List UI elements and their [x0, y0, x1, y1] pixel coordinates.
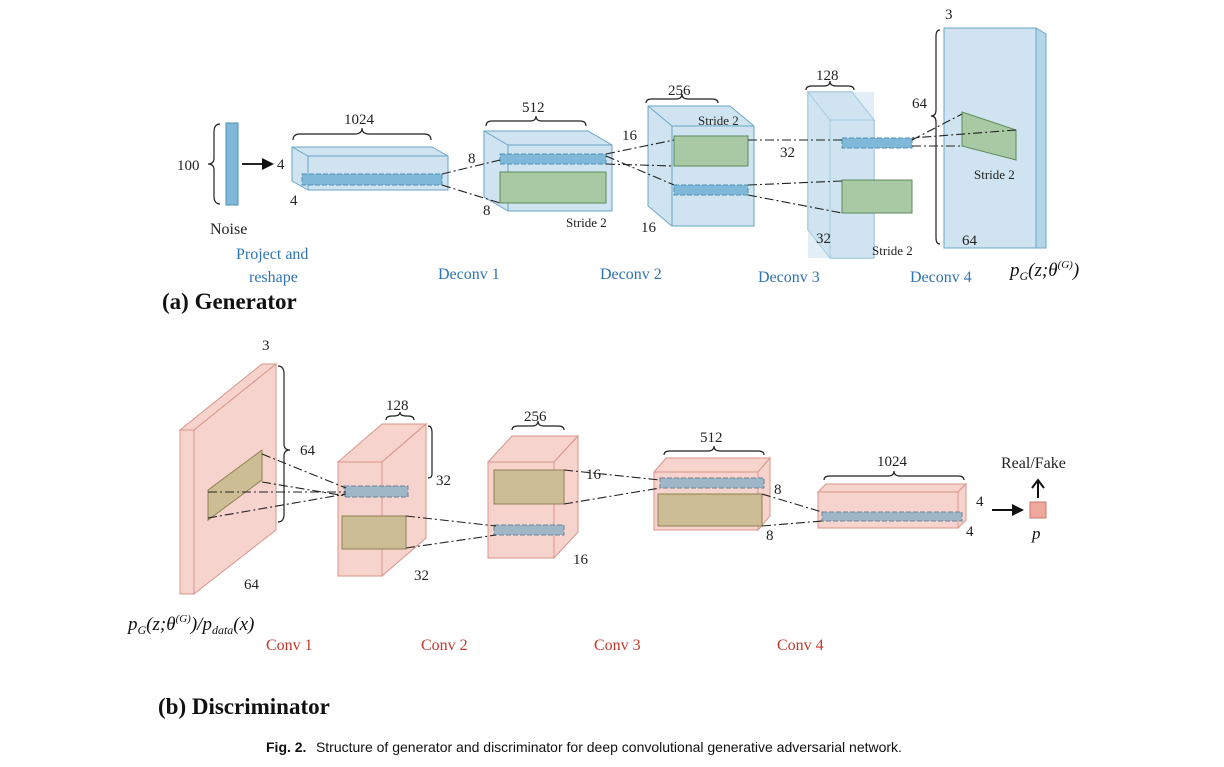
deconv2-h-label: 16: [622, 128, 638, 144]
deconv4-stride-label: Stride 2: [974, 167, 1015, 182]
conv4-w-label: 8: [766, 528, 774, 544]
deconv3-stage-label: Deconv 3: [758, 269, 820, 286]
deconv4-block: 3 64 64 Stride 2: [912, 7, 1047, 249]
conv3-w-label: 16: [573, 552, 589, 568]
deconv3-w-label: 32: [816, 231, 831, 247]
conv3-block: 256 16 16: [486, 409, 602, 568]
deconv3-depth-label: 128: [816, 68, 839, 84]
deconv3-block: 128 32 32 Stride 2: [780, 68, 913, 259]
deconv2-depth-label: 256: [668, 83, 691, 99]
conv3-stage-label: Conv 3: [594, 637, 641, 654]
project-stage-label: Project and: [236, 246, 308, 263]
project-h-label: 4: [277, 157, 285, 173]
project-reshape-block: 1024 4: [290, 112, 449, 209]
final-h-label: 4: [976, 494, 984, 510]
generator-output-label: pG(z;θ(G)): [1008, 259, 1079, 283]
deconv4-stage-label: Deconv 4: [910, 269, 972, 286]
project-depth-label: 1024: [344, 112, 375, 128]
figure-caption: Fig. 2. Structure of generator and discr…: [266, 739, 902, 756]
generator-heading: (a) Generator: [162, 289, 297, 314]
svg-text:Fig. 2. Structure of gen: Fig. 2. Structure of generator and discr…: [266, 739, 902, 756]
conv4-block: 512 8 8: [652, 430, 782, 544]
generator-section: 100 Noise 4 1024 4 512 8 8 St: [162, 7, 1079, 314]
conv1-h-label: 64: [300, 443, 316, 459]
deconv1-block: 512 8 8 Stride 2: [468, 100, 613, 230]
conv4-depth-label: 512: [700, 430, 723, 446]
deconv2-stage-label: Deconv 2: [600, 266, 662, 283]
conv2-depth-label: 128: [386, 398, 409, 414]
final-w-label: 4: [966, 524, 974, 540]
conv2-stage-label: Conv 2: [421, 637, 468, 654]
conv2-block: 128 32 32: [336, 398, 451, 584]
noise-label: Noise: [210, 221, 247, 238]
final-depth-label: 1024: [877, 454, 908, 470]
caption-text: Structure of generator and discriminator…: [316, 739, 902, 755]
conv1-w-label: 64: [244, 577, 260, 593]
deconv1-depth-label: 512: [522, 100, 545, 116]
deconv1-w-label: 8: [483, 203, 491, 219]
generator-connections: [441, 113, 1017, 214]
deconv1-stage-label: Deconv 1: [438, 266, 500, 283]
conv4-h-label: 8: [774, 482, 782, 498]
caption-label: Fig. 2.: [266, 739, 306, 755]
discriminator-connections: [207, 453, 823, 549]
discriminator-heading: (b) Discriminator: [158, 694, 330, 719]
output-p-label: p: [1031, 524, 1041, 543]
final-1024-block: 1024 4 4: [816, 454, 984, 540]
deconv1-h-label: 8: [468, 151, 476, 167]
deconv2-w-label: 16: [641, 220, 657, 236]
discriminator-section: 3 64 64 128 32 32 256 16 16: [126, 338, 1066, 719]
conv2-w-label: 32: [414, 568, 429, 584]
deconv2-block: 256 16 16 Stride 2: [622, 83, 755, 236]
conv3-depth-label: 256: [524, 409, 547, 425]
deconv1-stride-label: Stride 2: [566, 215, 607, 230]
conv2-h-label: 32: [436, 473, 451, 489]
discriminator-output: Real/Fake p: [992, 455, 1066, 543]
deconv2-stride-label: Stride 2: [698, 113, 739, 128]
real-fake-label: Real/Fake: [1001, 455, 1066, 472]
deconv4-depth-label: 3: [945, 7, 953, 23]
deconv3-h-label: 32: [780, 145, 795, 161]
conv1-stage-label: Conv 1: [266, 637, 313, 654]
noise-dim-label: 100: [177, 158, 200, 174]
deconv3-stride-label: Stride 2: [872, 243, 913, 258]
noise-vector: 100 Noise 4: [177, 122, 285, 238]
conv4-stage-label: Conv 4: [777, 637, 824, 654]
project-w-label: 4: [290, 193, 298, 209]
conv3-h-label: 16: [586, 467, 602, 483]
deconv4-w-label: 64: [962, 233, 978, 249]
project-stage-label-2: reshape: [249, 269, 298, 286]
discriminator-input-label: pG(z;θ(G))/pdata(x): [126, 613, 254, 637]
conv1-block: 3 64 64: [178, 338, 316, 596]
deconv4-h-label: 64: [912, 96, 928, 112]
conv1-depth-label: 3: [262, 338, 270, 354]
